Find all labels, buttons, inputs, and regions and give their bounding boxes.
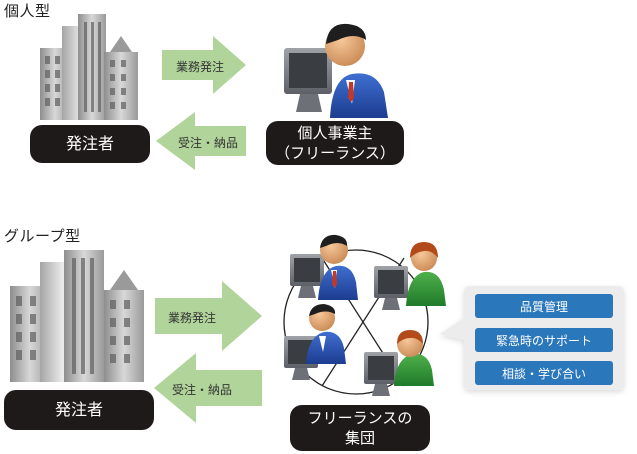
client-box-bottom: 発注者 (4, 390, 154, 430)
buildings-icon-bottom (10, 250, 144, 382)
delivery-label-bottom: 受注・納品 (172, 383, 233, 397)
client-box-top: 発注者 (30, 125, 150, 163)
freelancer-icon-3 (284, 304, 346, 380)
order-arrow-bottom (155, 281, 262, 351)
order-arrow-top (162, 36, 246, 94)
delivery-label-top: 受注・納品 (178, 136, 239, 150)
freelancer-icon-2 (374, 242, 446, 310)
contractor-box-bottom: フリーランスの 集団 (290, 405, 430, 451)
delivery-arrow-bottom (154, 353, 262, 423)
order-label-top: 業務発注 (176, 60, 225, 74)
order-label-bottom: 業務発注 (168, 311, 217, 325)
freelancer-icon-1 (290, 234, 358, 300)
contractor-box-top: 個人事業主 （フリーランス） (266, 121, 404, 165)
section-title-individual: 個人型 (4, 2, 51, 20)
feature-emergency-support: 緊急時のサポート (475, 328, 613, 352)
buildings-icon-top (40, 14, 138, 120)
feature-quality-control: 品質管理 (475, 294, 613, 318)
freelancer-icon-top (284, 23, 388, 118)
delivery-arrow-top (156, 112, 246, 170)
feature-consult-learn: 相談・学び合い (475, 361, 613, 385)
section-title-group: グループ型 (4, 227, 81, 245)
freelancer-icon-4 (364, 330, 434, 396)
